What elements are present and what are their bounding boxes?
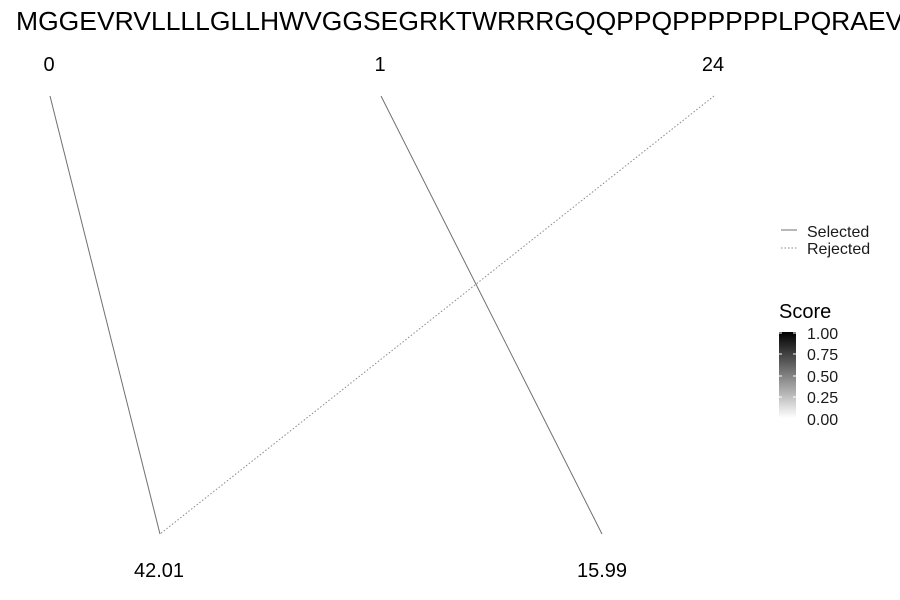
score-legend: Score 1.00 0.75 0.50 0.25 0.00 xyxy=(779,301,838,429)
score-legend-title: Score xyxy=(779,301,831,323)
sequence-text: MGGEVRVLLLLGLLHWVGGSEGRKTWRRRGQQPPQPPPPP… xyxy=(16,6,900,36)
score-tick-1-00: 1.00 xyxy=(807,326,838,343)
score-tick-0-25: 0.25 xyxy=(807,390,838,407)
legend-rejected-label: Rejected xyxy=(807,241,870,258)
top-label-24: 24 xyxy=(702,54,724,76)
rejected-link-line xyxy=(159,95,715,535)
linetype-legend: Selected Rejected xyxy=(781,224,870,258)
score-tick-0-75: 0.75 xyxy=(807,347,838,364)
score-tick-0-50: 0.50 xyxy=(807,369,838,386)
legend-selected-label: Selected xyxy=(807,224,869,241)
selected-link-line xyxy=(49,95,161,535)
bottom-label-42-01: 42.01 xyxy=(134,560,184,582)
selected-link-line xyxy=(380,95,603,535)
top-label-0: 0 xyxy=(43,54,54,76)
top-label-1: 1 xyxy=(374,54,385,76)
bottom-label-15-99: 15.99 xyxy=(577,560,627,582)
score-tick-0-00: 0.00 xyxy=(807,412,838,429)
score-colorbar xyxy=(779,332,796,418)
